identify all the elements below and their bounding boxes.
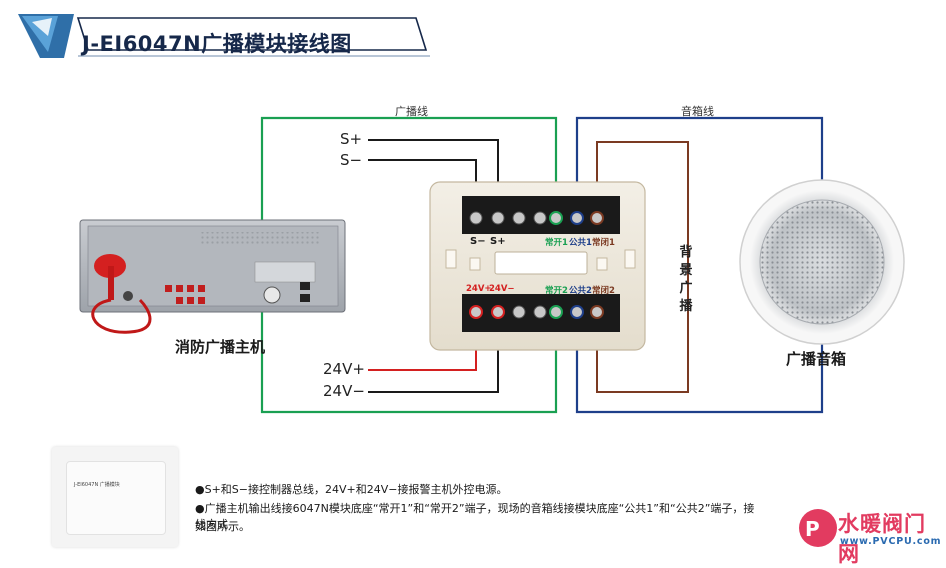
terminal-no1: 常开1 <box>545 238 568 248</box>
terminal-no2: 常开2 <box>545 286 568 296</box>
module-thumbnail-body <box>66 461 166 535</box>
wiring-diagram: P <box>79 116 905 547</box>
terminal-24v-plus: 24V+ <box>466 284 492 294</box>
title-banner <box>18 14 430 58</box>
module-base <box>429 181 646 351</box>
terminal-s-minus: S− <box>470 236 486 247</box>
watermark-logo: P <box>799 509 837 547</box>
terminal-24v-minus: 24V− <box>489 284 515 294</box>
host-label: 消防广播主机 <box>175 338 266 356</box>
terminal-com2: 公共2 <box>569 286 592 296</box>
note-line-2: ●广播主机输出线接6047N模块底座“常开1”和“常开2”端子，现场的音箱线接模… <box>195 502 755 531</box>
nc-wire-loop <box>596 141 689 393</box>
signal-s-plus-label: S+ <box>340 130 363 148</box>
ceiling-speaker <box>739 179 905 345</box>
watermark: 水暖阀门网 www.PVCPU.com <box>800 506 946 566</box>
note-line-3: 如图所示。 <box>195 520 250 533</box>
terminal-nc1: 常闭1 <box>592 238 615 248</box>
module-thumbnail: J-EI6047N 广播模块 <box>52 447 178 547</box>
background-broadcast-label: 背景广播 <box>679 245 693 314</box>
speaker-line-label: 音箱线 <box>681 105 714 118</box>
broadcast-line-label: 广播线 <box>395 105 428 118</box>
svg-text:P: P <box>805 517 820 541</box>
speaker-label: 广播音箱 <box>786 350 847 368</box>
watermark-url: www.PVCPU.com <box>840 536 942 547</box>
page-title: J-EI6047N广播模块接线图 <box>82 32 352 56</box>
broadcast-host <box>79 219 346 334</box>
signal-24v-minus-label: 24V− <box>323 382 365 400</box>
terminal-nc2: 常闭2 <box>592 286 615 296</box>
terminal-s-plus: S+ <box>490 236 506 247</box>
terminal-com1: 公共1 <box>569 238 592 248</box>
signal-s-minus-label: S− <box>340 151 363 169</box>
terminal-screws <box>469 211 604 319</box>
module-thumbnail-text: J-EI6047N 广播模块 <box>74 482 120 488</box>
note-line-1: ●S+和S−接控制器总线，24V+和24V−接报警主机外控电源。 <box>195 483 508 496</box>
signal-24v-plus-label: 24V+ <box>323 360 365 378</box>
